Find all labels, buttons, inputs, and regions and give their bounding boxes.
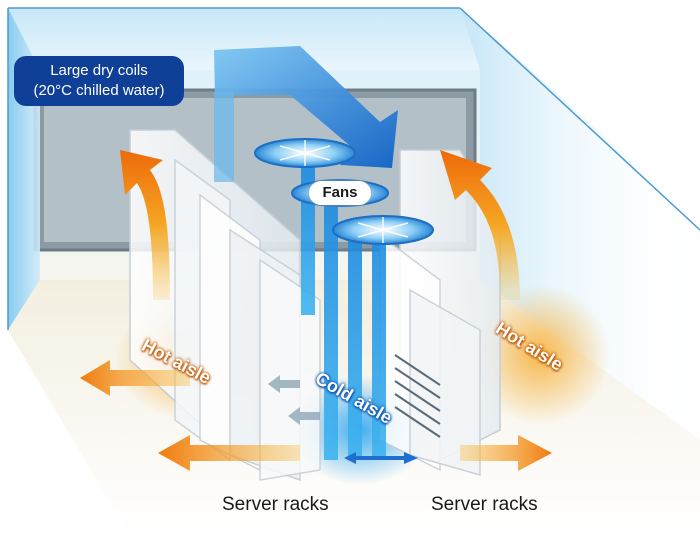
rack-intake-arrows [268, 375, 320, 425]
fan-3 [332, 215, 434, 245]
cool-air-inflow-arrow [214, 46, 398, 168]
hot-air-outflow-arrow-left-lower [158, 435, 300, 471]
hot-air-rising-arrow-left [120, 150, 170, 300]
fan-1 [254, 138, 356, 168]
hot-air-outflow-arrow-right [460, 435, 552, 471]
fans-label: Fans [309, 181, 371, 205]
server-racks-label-left: Server racks [222, 494, 329, 515]
coils-label-line1: Large dry coils [50, 62, 148, 79]
coils-label-line2: (20°C chilled water) [33, 82, 165, 99]
cool-air-streams [301, 165, 386, 460]
ceiling [8, 8, 480, 70]
server-racks-label-right: Server racks [431, 494, 538, 515]
cool-air-column [214, 92, 234, 182]
hot-air-rising-arrow-right [440, 150, 520, 300]
hot-air-outflow-arrow-left-upper [80, 360, 190, 396]
right-wall [460, 8, 700, 440]
cold-air-floor-arrow [344, 452, 418, 464]
hot-air-glow-right [470, 285, 610, 425]
rack-vent-lines [394, 354, 441, 438]
coils-callout: Large dry coils (20°C chilled water) [14, 56, 184, 106]
room-edge [459, 7, 700, 231]
